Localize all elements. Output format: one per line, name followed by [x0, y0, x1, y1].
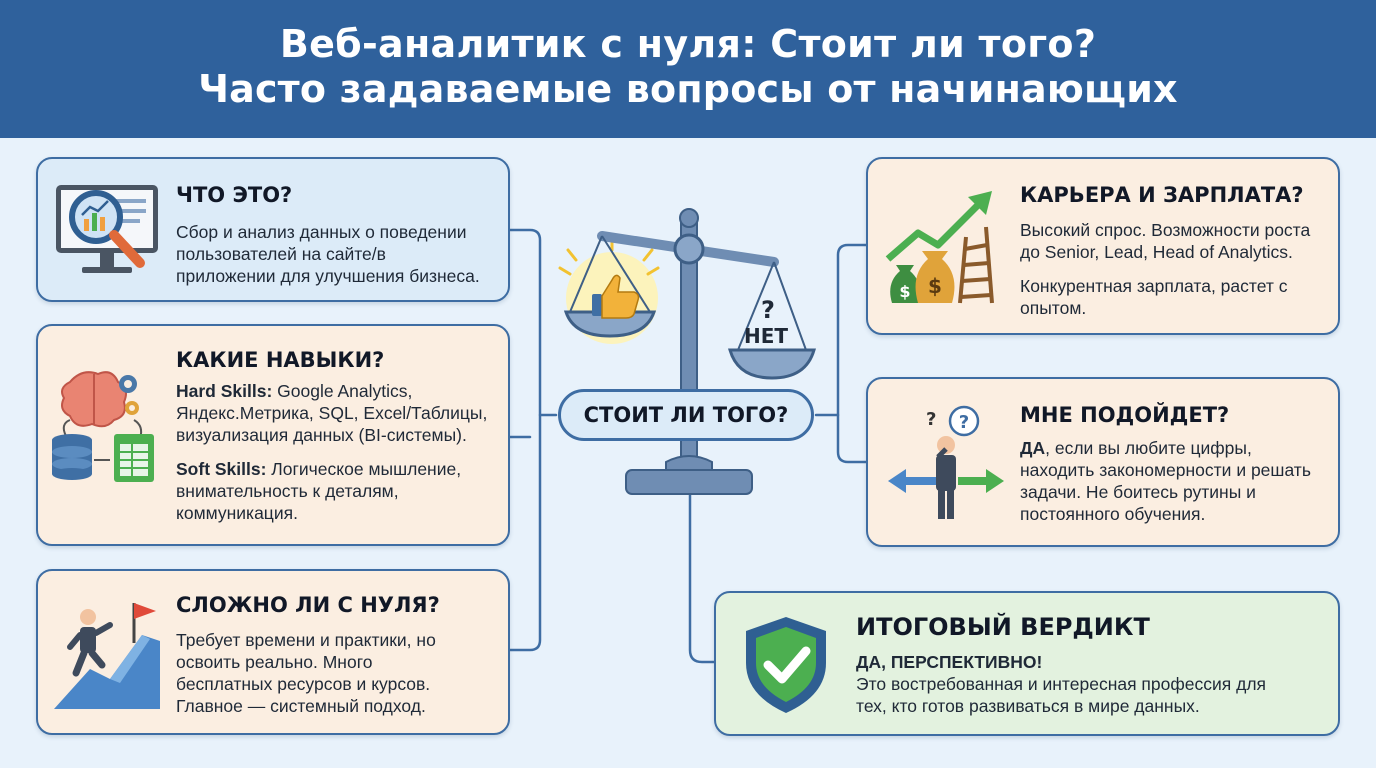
card-verdict: ИТОГОВЫЙ ВЕРДИКТ ДА, ПЕРСПЕКТИВНО! Это в… — [714, 591, 1340, 736]
svg-text:$: $ — [899, 282, 910, 301]
card-what-title: ЧТО ЭТО? — [176, 183, 293, 207]
verdict-headline: ДА, ПЕРСПЕКТИВНО! — [856, 652, 1043, 672]
svg-text:?: ? — [926, 409, 936, 430]
header-banner: Веб-аналитик с нуля: Стоит ли того? Част… — [0, 0, 1376, 138]
center-question-label: СТОИТ ЛИ ТОГО? — [558, 389, 814, 441]
card-fit: ? ? МНЕ ПОДОЙДЕТ? ДА, если вы любите циф… — [866, 377, 1340, 547]
scale-question-mark: ? — [761, 296, 775, 324]
balance-scale-icon: ? — [558, 208, 816, 495]
card-difficulty: СЛОЖНО ЛИ С НУЛЯ? Требует времени и прак… — [36, 569, 510, 735]
person-crossroads-question-icon: ? ? — [888, 405, 1004, 519]
page-title: Веб-аналитик с нуля: Стоит ли того? — [279, 22, 1097, 66]
brain-gears-database-spreadsheet-icon — [52, 371, 154, 482]
page-subtitle: Часто задаваемые вопросы от начинающих — [198, 67, 1178, 111]
card-career: $ $ КАРЬЕРА И ЗАРПЛАТА? Высокий спрос. В… — [866, 157, 1340, 335]
card-verdict-text: ДА, ПЕРСПЕКТИВНО! Это востребованная и и… — [856, 651, 1326, 717]
card-difficulty-text: Требует времени и практики, но освоить р… — [176, 630, 436, 716]
scale-no-label: НЕТ — [743, 324, 789, 348]
card-fit-text: ДА, если вы любите цифры, находить закон… — [1020, 438, 1311, 524]
svg-text:$: $ — [928, 274, 942, 298]
card-skills-title: КАКИЕ НАВЫКИ? — [176, 348, 385, 372]
svg-text:?: ? — [959, 412, 969, 433]
person-climbing-flag-icon — [54, 603, 160, 709]
card-what-text: Сбор и анализ данных о поведении пользов… — [176, 222, 480, 286]
card-difficulty-title: СЛОЖНО ЛИ С НУЛЯ? — [176, 593, 440, 617]
card-career-title: КАРЬЕРА И ЗАРПЛАТА? — [1020, 183, 1304, 207]
thumbs-up-icon — [592, 274, 640, 319]
card-skills-text: Hard Skills: Google Analytics, Яндекс.Ме… — [176, 381, 488, 523]
card-career-text: Высокий спрос. Возможности роста до Seni… — [1020, 220, 1311, 318]
soft-skills-label: Soft Skills: — [176, 459, 267, 479]
card-fit-title: МНЕ ПОДОЙДЕТ? — [1020, 403, 1230, 427]
fit-yes-label: ДА — [1020, 438, 1046, 458]
card-verdict-title: ИТОГОВЫЙ ВЕРДИКТ — [856, 613, 1150, 641]
shield-check-icon — [746, 617, 826, 713]
card-what-is-it: ЧТО ЭТО? Сбор и анализ данных о поведени… — [36, 157, 510, 302]
money-bags-growth-arrow-ladder-icon: $ $ — [885, 191, 994, 304]
monitor-magnifier-chart-icon — [56, 185, 158, 273]
card-skills: КАКИЕ НАВЫКИ? Hard Skills: Google Analyt… — [36, 324, 510, 546]
hard-skills-label: Hard Skills: — [176, 381, 273, 401]
